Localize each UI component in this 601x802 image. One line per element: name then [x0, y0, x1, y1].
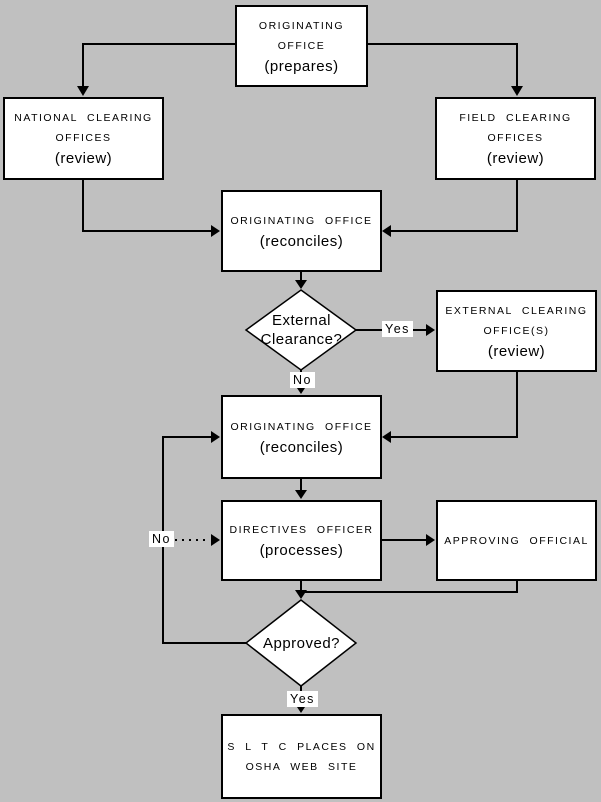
edge-external-clearing-to-reconciles2: [382, 371, 518, 443]
node-text: FIELD CLEARING: [459, 112, 572, 124]
node-subtext: (review): [486, 150, 545, 167]
node-text: ORIGINATING: [258, 19, 345, 32]
diamond-approved: [244, 599, 358, 687]
node-text: OFFICE: [277, 39, 326, 52]
decision-approved-text: Approved?: [246, 634, 357, 653]
node-subtext: (prepares): [264, 57, 339, 75]
node-directives-officer: DIRECTIVES OFFICER (processes): [221, 500, 382, 581]
edge-label-external-no: No: [290, 372, 315, 388]
arrowhead-down-icon: [295, 590, 307, 599]
edge-reconciles1-to-external-decision: [295, 271, 307, 289]
diamond-external-clearance: [244, 289, 358, 371]
edge-prepares-to-field: [367, 43, 523, 96]
node-text: OFFICE(S): [483, 324, 550, 337]
arrowhead-down-icon: [77, 86, 89, 96]
node-subtext: (processes): [259, 542, 344, 559]
node-originating-office-reconciles-1: ORIGINATING OFFICE (reconciles): [221, 190, 382, 272]
node-text: OFFICES: [55, 132, 112, 144]
arrowhead-left-icon: [382, 431, 391, 443]
node-subtext: (review): [54, 150, 113, 167]
node-text: NATIONAL CLEARING: [14, 112, 153, 124]
decision-text: External: [271, 312, 332, 329]
arrowhead-down-icon: [295, 280, 307, 289]
node-field-clearing-offices: FIELD CLEARING OFFICES (review): [435, 97, 596, 180]
node-originating-office-reconciles-2: ORIGINATING OFFICE (reconciles): [221, 395, 382, 479]
node-text: EXTERNAL CLEARING: [445, 304, 588, 317]
edge-national-to-reconciles1: [82, 179, 220, 237]
edge-prepares-to-national: [77, 43, 235, 96]
node-subtext: (review): [487, 342, 546, 360]
arrowhead-down-icon: [295, 490, 307, 499]
node-text: S L T C PLACES ON: [227, 740, 376, 753]
edge-reconciles2-to-directives: [295, 478, 307, 499]
edge-to-approved-decision: [295, 580, 518, 599]
edge-no-dotted-to-directives: [175, 534, 220, 546]
decision-text: Approved?: [262, 635, 341, 652]
arrowhead-down-icon: [511, 86, 523, 96]
node-originating-office-prepares: ORIGINATING OFFICE (prepares): [235, 5, 368, 87]
decision-text: Clearance?: [260, 331, 343, 348]
arrowhead-right-icon: [211, 431, 220, 443]
node-subtext: (reconciles): [259, 438, 344, 456]
node-text: ORIGINATING OFFICE: [230, 214, 373, 227]
edge-field-to-reconciles1: [382, 179, 518, 237]
arrowhead-right-icon: [211, 225, 220, 237]
arrowhead-right-icon: [426, 324, 435, 336]
node-approving-official: APPROVING OFFICIAL: [436, 500, 597, 581]
node-sltc-places-on-osha-web-site: S L T C PLACES ON OSHA WEB SITE: [221, 714, 382, 799]
node-text: DIRECTIVES OFFICER: [229, 524, 374, 536]
edge-directives-to-approving: [381, 534, 435, 546]
node-national-clearing-offices: NATIONAL CLEARING OFFICES (review): [3, 97, 164, 180]
arrowhead-right-icon: [211, 534, 220, 546]
edge-label-approved-no: No: [149, 531, 174, 547]
edge-label-approved-yes: Yes: [287, 691, 318, 707]
node-text: OFFICES: [487, 132, 544, 144]
node-external-clearing-offices: EXTERNAL CLEARING OFFICE(S) (review): [436, 290, 597, 372]
decision-external-clearance-text: External Clearance?: [246, 311, 357, 349]
node-text: ORIGINATING OFFICE: [230, 420, 373, 433]
node-subtext: (reconciles): [259, 232, 344, 250]
node-text: OSHA WEB SITE: [245, 760, 358, 773]
edge-label-external-yes: Yes: [382, 321, 413, 337]
arrowhead-right-icon: [426, 534, 435, 546]
node-text: APPROVING OFFICIAL: [444, 534, 589, 547]
arrowhead-left-icon: [382, 225, 391, 237]
